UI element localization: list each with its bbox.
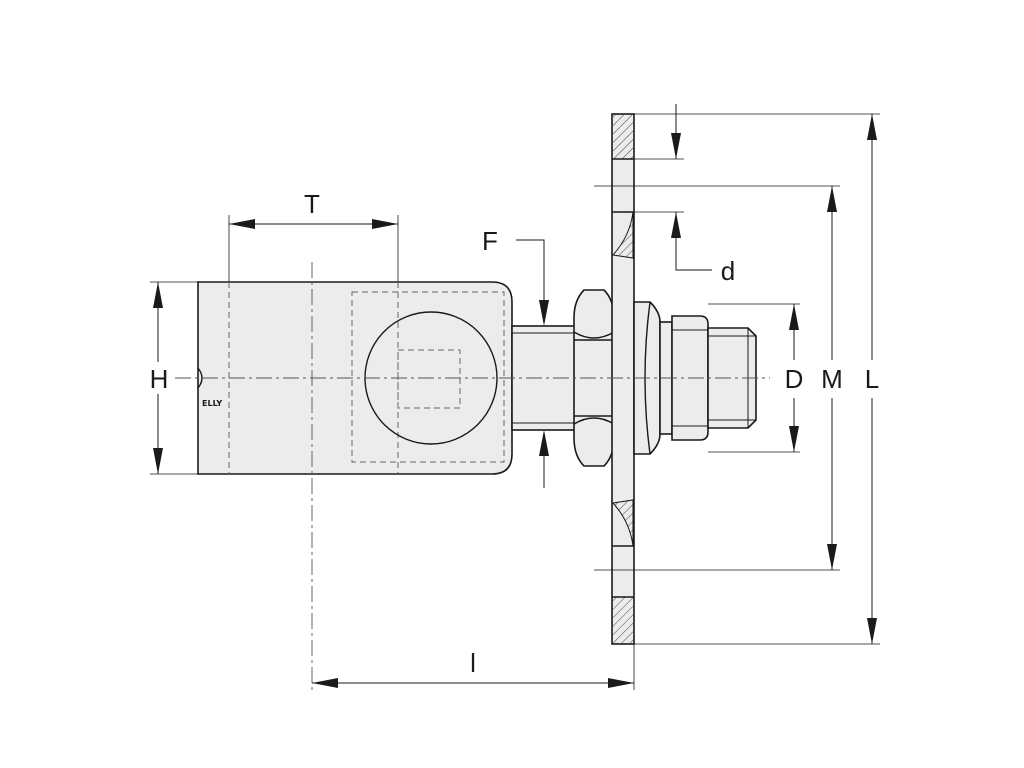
dimension-label-F: F <box>482 226 498 256</box>
dimension-label-H: H <box>150 364 169 394</box>
dimension-d <box>634 104 712 271</box>
dimension-L <box>634 113 880 645</box>
dimension-label-l: l <box>470 648 476 678</box>
dimension-H <box>150 281 198 475</box>
mounting-plate <box>611 113 635 645</box>
dimension-label-M: M <box>821 364 843 394</box>
brand-mark: ELLY <box>202 399 222 408</box>
threaded-stem <box>511 325 579 431</box>
dimension-M <box>594 185 840 571</box>
dimension-D <box>708 303 800 453</box>
dimension-l <box>312 644 635 690</box>
dimension-F <box>516 239 549 488</box>
dimension-T <box>228 215 399 282</box>
dimension-label-D: D <box>785 364 804 394</box>
dimension-label-T: T <box>304 189 320 219</box>
dimension-label-d: d <box>721 256 735 286</box>
dimension-label-L: L <box>865 364 879 394</box>
eye-block: ELLY <box>197 281 513 475</box>
